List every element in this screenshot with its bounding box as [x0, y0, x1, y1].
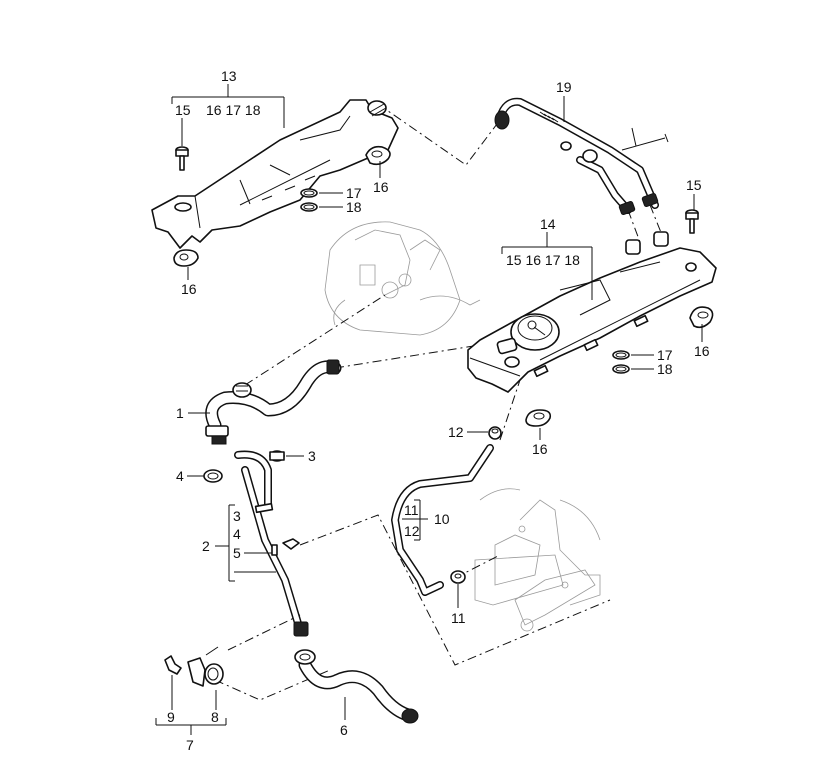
callout-2: 2 — [202, 538, 210, 554]
part-4-clamp[interactable] — [203, 469, 223, 483]
part-12-clamp[interactable] — [488, 426, 502, 440]
leader-lines — [155, 84, 703, 735]
engine-mount-sketch-lower — [474, 488, 601, 632]
part-17-oring-left[interactable] — [300, 188, 318, 198]
assembly-lines — [214, 103, 663, 701]
part-15-bolt-left[interactable] — [175, 146, 189, 171]
part-16-gasket-a[interactable] — [365, 145, 391, 166]
callout-15-right: 15 — [686, 177, 702, 193]
part-9-clip[interactable] — [164, 655, 182, 675]
callout-13-sub-16-17-18: 16 17 18 — [206, 102, 261, 118]
part-15-bolt-right[interactable] — [685, 209, 699, 234]
callout-16-b: 16 — [181, 281, 197, 297]
callout-12: 12 — [448, 424, 464, 440]
callout-17-left: 17 — [346, 185, 362, 201]
callout-2-sub-4: 4 — [233, 526, 241, 542]
part-11-clamp[interactable] — [450, 570, 466, 584]
callout-7-sub-8: 8 — [211, 709, 219, 725]
part-13-left-cover[interactable] — [151, 99, 399, 249]
part-8-holder[interactable] — [187, 646, 224, 687]
callout-2-sub-3: 3 — [233, 508, 241, 524]
callout-18-right: 18 — [657, 361, 673, 377]
part-6-hose[interactable] — [294, 649, 419, 724]
part-17-oring-right[interactable] — [612, 350, 630, 360]
callout-13: 13 — [221, 68, 237, 84]
callout-7-sub-9: 9 — [167, 709, 175, 725]
callout-7: 7 — [186, 737, 194, 753]
callout-2-sub-5: 5 — [233, 545, 241, 561]
callout-19: 19 — [556, 79, 572, 95]
callout-labels: 13 15 16 17 18 16 17 18 16 19 15 14 15 1… — [167, 68, 710, 753]
callout-3: 3 — [308, 448, 316, 464]
callout-10: 10 — [434, 511, 450, 527]
callout-1: 1 — [176, 405, 184, 421]
part-16-gasket-b[interactable] — [173, 249, 199, 267]
callout-10-sub-11: 11 — [404, 502, 419, 518]
callout-17-right: 17 — [657, 347, 673, 363]
callout-18-left: 18 — [346, 199, 362, 215]
part-18-oring-right[interactable] — [612, 364, 630, 374]
callout-16-c: 16 — [694, 343, 710, 359]
callout-6: 6 — [340, 722, 348, 738]
part-14-right-cover[interactable] — [467, 231, 717, 393]
callout-16-d: 16 — [532, 441, 548, 457]
part-2-breather-pipe[interactable] — [234, 450, 309, 637]
callout-10-sub-12: 12 — [404, 523, 420, 539]
callout-4: 4 — [176, 468, 184, 484]
part-18-oring-left[interactable] — [300, 202, 318, 212]
part-10-line[interactable] — [391, 444, 494, 596]
callout-16-a: 16 — [373, 179, 389, 195]
engine-block-sketch-upper — [324, 221, 481, 336]
part-16-gasket-c[interactable] — [689, 306, 714, 329]
callout-14: 14 — [540, 216, 556, 232]
part-1-ventilation-hose[interactable] — [205, 359, 342, 445]
callout-14-sub: 15 16 17 18 — [506, 252, 580, 268]
part-16-gasket-d[interactable] — [525, 409, 552, 427]
callout-11: 11 — [451, 610, 466, 626]
part-3-cap[interactable] — [269, 450, 285, 462]
callout-13-sub-15: 15 — [175, 102, 191, 118]
part-19-vent-pipe[interactable] — [494, 97, 669, 216]
